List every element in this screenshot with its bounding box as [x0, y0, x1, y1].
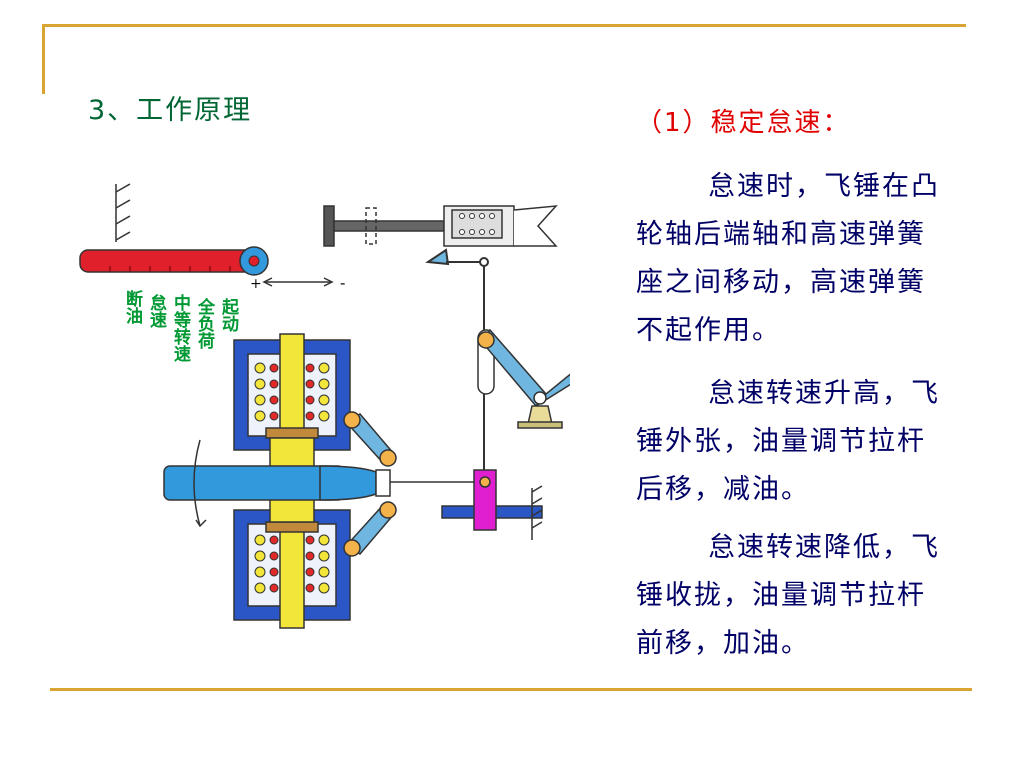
- section-title: 3、工作原理: [88, 95, 253, 126]
- top-spring-assembly: [323, 205, 558, 247]
- bell-crank: [477, 328, 570, 429]
- minus-sign: -: [340, 273, 345, 292]
- control-lever: [79, 246, 269, 276]
- paragraph-idle: 怠速时，飞锤在凸轮轴后端轴和高速弹簧座之间移动，高速弹簧不起作用。: [636, 171, 940, 346]
- governor-diagram: + - 起动 全负荷 中等转速 怠速 断油: [79, 183, 570, 629]
- camshaft: [163, 439, 377, 528]
- frame-top-rule: [42, 24, 966, 27]
- governor-springs: [254, 362, 330, 594]
- plus-sign: +: [250, 276, 262, 292]
- paragraph-speed-down: 怠速转速降低，飞锤收拢，油量调节拉杆前移，加油。: [636, 532, 940, 659]
- frame-left-rule: [42, 24, 45, 94]
- label-cutoff: 断油: [122, 289, 143, 325]
- frame-bottom-rule: [50, 688, 972, 691]
- travel-arrow: [262, 277, 334, 287]
- fuel-control-rack: [441, 469, 543, 540]
- label-start: 起动: [218, 297, 240, 333]
- sub-title: （1）稳定怠速：: [636, 108, 851, 138]
- paragraph-speed-up: 怠速转速升高，飞锤外张，油量调节拉杆后移，减油。: [636, 378, 940, 505]
- label-medium-speed: 中等转速: [170, 293, 191, 362]
- lever-position-labels: 起动 全负荷 中等转速 怠速 断油: [122, 289, 240, 362]
- top-left-stop: [115, 183, 131, 242]
- label-idle: 怠速: [146, 293, 167, 328]
- flyweights: [343, 411, 397, 557]
- label-full-load: 全负荷: [194, 297, 216, 350]
